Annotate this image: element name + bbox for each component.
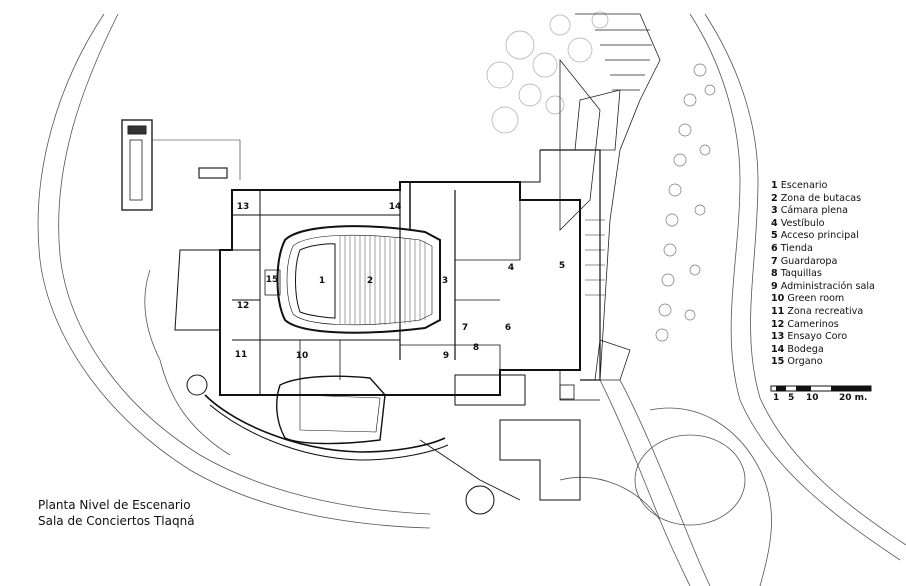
legend-label: Acceso principal: [780, 230, 859, 242]
legend-number: 9: [771, 280, 778, 292]
plan-label-1: 1: [319, 276, 325, 286]
legend-label: Green room: [787, 293, 845, 305]
annex-building: [121, 119, 241, 211]
main-building: [174, 149, 601, 396]
plan-label-14: 14: [389, 202, 402, 212]
scale-tick-1: 1: [773, 393, 780, 403]
plan-label-10: 10: [296, 351, 309, 361]
legend-label: Bodega: [787, 343, 824, 355]
legend-number: 1: [771, 180, 778, 191]
plan-label-13: 13: [237, 202, 250, 212]
legend-number: 6: [771, 242, 778, 254]
plan-label-15: 15: [266, 275, 279, 285]
legend-number: 11: [771, 305, 785, 317]
plan-room-numbers: 1 2 3 4 5 6 7 8 9 10 11 12 13 14 15: [235, 202, 565, 361]
legend-label: Vestíbulo: [780, 217, 825, 229]
legend-number: 13: [771, 331, 785, 343]
legend-label: Administración sala: [780, 280, 875, 292]
legend-number: 7: [771, 255, 778, 267]
site-roads-left: [37, 13, 431, 529]
legend-label: Escenario: [780, 180, 828, 191]
plan-label-11: 11: [235, 350, 248, 360]
legend-label: Zona de butacas: [780, 192, 862, 204]
legend-number: 14: [771, 343, 785, 355]
legend-label: Cámara plena: [780, 205, 848, 217]
plan-label-2: 2: [367, 276, 373, 286]
caption-line-1: Planta Nivel de Escenario: [38, 498, 191, 512]
site-roads-right: [559, 13, 906, 586]
scale-labels: 1 5 10 20 m.: [771, 393, 891, 405]
scale-tick-20: 20 m.: [839, 393, 868, 403]
legend-label: Tienda: [780, 242, 813, 254]
legend-number: 8: [771, 268, 778, 280]
legend-label: Ensayo Coro: [787, 331, 848, 343]
plan-label-9: 9: [443, 351, 449, 361]
trees: [486, 11, 716, 342]
legend-number: 12: [771, 318, 785, 330]
legend-number: 10: [771, 293, 785, 305]
scale-tick-5: 5: [788, 393, 795, 403]
plan-label-6: 6: [505, 323, 511, 333]
scale-bar: [770, 385, 872, 392]
legend-number: 5: [771, 230, 778, 242]
scale-tick-10: 10: [806, 393, 819, 403]
legend-number: 3: [771, 205, 778, 217]
plan-label-12: 12: [237, 301, 250, 311]
auditorium: [264, 225, 441, 334]
drawing-caption: Planta Nivel de Escenario Sala de Concie…: [38, 497, 195, 529]
legend-label: Organo: [787, 356, 823, 368]
plan-label-3: 3: [442, 276, 448, 286]
service-blocks: [419, 370, 600, 515]
plan-label-4: 4: [508, 263, 514, 273]
legend-label: Camerinos: [787, 318, 839, 330]
caption-line-2: Sala de Conciertos Tlaqná: [38, 514, 195, 528]
legend-label: Zona recreativa: [787, 305, 864, 317]
legend-number: 4: [771, 217, 778, 229]
arc-corridor: [186, 374, 449, 461]
plan-label-7: 7: [462, 323, 468, 333]
legend-label: Guardaropa: [780, 255, 838, 267]
legend-number: 15: [771, 356, 785, 368]
legend-number: 2: [771, 192, 778, 204]
plan-label-8: 8: [473, 343, 479, 353]
legend-label: Taquillas: [780, 268, 822, 280]
plan-label-5: 5: [559, 261, 565, 271]
terraces: [559, 13, 661, 381]
